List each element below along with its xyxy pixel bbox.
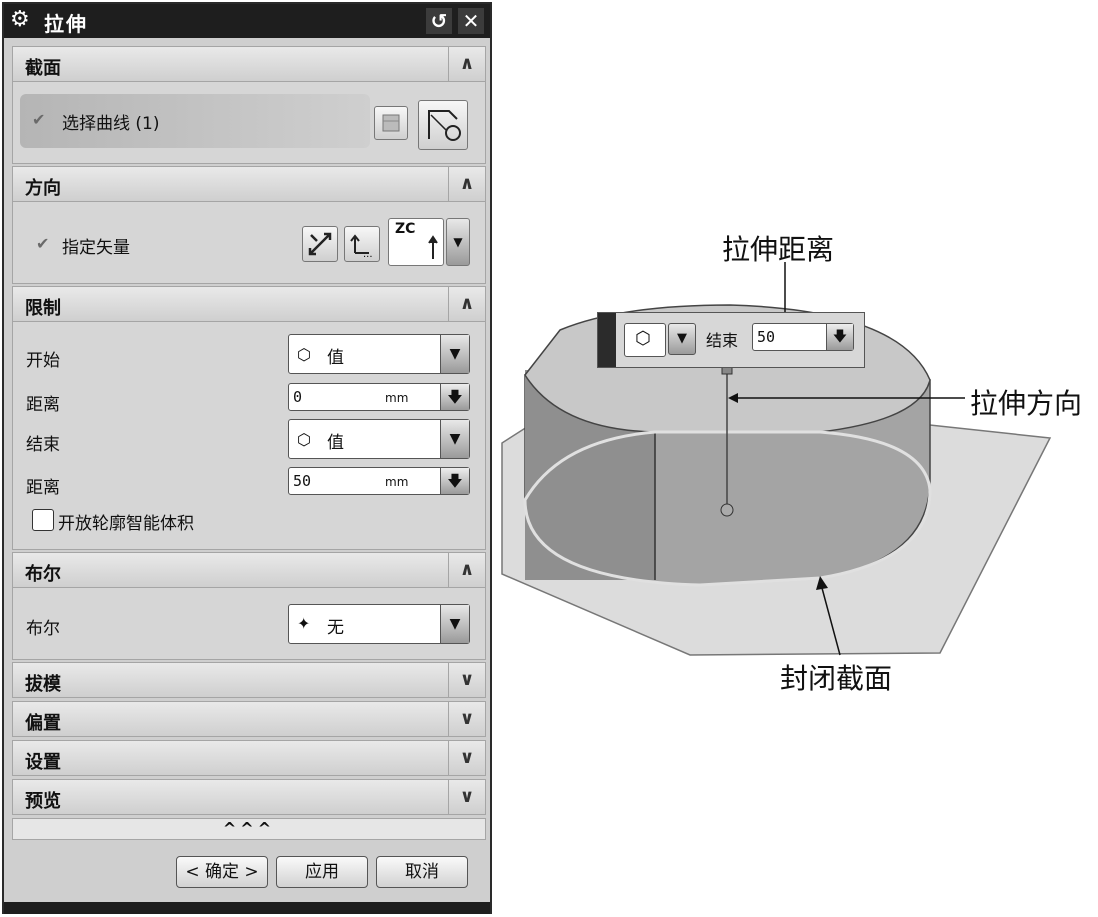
sketch-section-button[interactable] (374, 106, 408, 140)
preview-header[interactable]: 预览 ∨ (12, 779, 486, 815)
annotation-distance: 拉伸距离 (722, 233, 835, 266)
check-icon: ✔ (36, 234, 50, 253)
start-distance-value: 0 (293, 388, 303, 406)
chevron-down-icon[interactable]: ∨ (448, 663, 485, 697)
zc-arrow-icon (428, 235, 438, 259)
boolean-header[interactable]: 布尔 ∧ (12, 552, 486, 588)
vector-label: 指定矢量 (62, 238, 130, 258)
preview-title: 预览 (25, 791, 61, 812)
drag-grip-icon[interactable] (598, 313, 616, 367)
annotation-closed-section: 封闭截面 (780, 662, 893, 695)
arrow-down-icon[interactable]: 🡇 (826, 324, 853, 350)
cube-icon: ⬡ (297, 430, 311, 449)
chevron-down-icon[interactable]: ▼ (440, 335, 469, 373)
limits-title: 限制 (25, 298, 61, 319)
direction-title: 方向 (25, 178, 61, 199)
arrow-direction (728, 393, 738, 403)
chevron-up-icon[interactable]: ∧ (448, 287, 485, 321)
end-distance-label: 距离 (26, 478, 60, 498)
boolean-value: 无 (327, 618, 344, 638)
vector-mode-label: ZC (395, 221, 416, 237)
chevron-up-icon[interactable]: ∧ (448, 47, 485, 81)
more-options-toggle[interactable]: ^^^ (12, 818, 486, 840)
gear-icon[interactable]: ⚙ (10, 7, 30, 32)
direction-handle-ball[interactable] (720, 503, 734, 517)
start-label: 开始 (26, 351, 60, 371)
settings-title: 设置 (25, 752, 61, 773)
start-distance-label: 距离 (26, 395, 60, 415)
chevron-down-icon[interactable]: ∨ (448, 741, 485, 775)
arrow-down-icon[interactable]: 🡇 (440, 468, 469, 494)
apply-button[interactable]: 应用 (276, 856, 368, 888)
curve-icon (428, 110, 461, 141)
chevron-down-icon[interactable]: ▼ (668, 323, 696, 355)
extrude-dialog: ⚙ 拉伸 ↺ ✕ 截面 ∧ ✔ 选择曲线 (1) 方向 ∧ ✔ 指定矢量 ...… (2, 2, 492, 914)
start-distance-input[interactable]: 0 mm 🡇 (288, 383, 470, 411)
settings-header[interactable]: 设置 ∨ (12, 740, 486, 776)
dialog-titlebar: ⚙ 拉伸 ↺ ✕ (4, 4, 490, 38)
boolean-none-icon: ✦ (297, 614, 311, 633)
end-distance-value: 50 (293, 472, 312, 490)
popup-end-label: 结束 (706, 331, 739, 350)
cube-icon: ⬡ (297, 345, 311, 364)
vector-icon: ... (350, 234, 373, 260)
curve-select-button[interactable] (418, 100, 468, 150)
reset-icon[interactable]: ↺ (426, 8, 452, 34)
annotation-direction: 拉伸方向 (970, 387, 1083, 420)
open-profile-label: 开放轮廓智能体积 (58, 514, 194, 534)
reverse-icon (308, 232, 332, 256)
check-icon: ✔ (32, 110, 46, 129)
direction-header[interactable]: 方向 ∧ (12, 166, 486, 202)
dialog-bottom-bar (4, 902, 490, 914)
arrow-down-icon[interactable]: 🡇 (440, 384, 469, 410)
boolean-select[interactable]: ✦ 无 ▼ (288, 604, 470, 644)
chevron-down-icon[interactable]: ▼ (440, 420, 469, 458)
ok-button[interactable]: < 确定 > (176, 856, 268, 888)
closed-section-outline (523, 430, 932, 587)
cube-icon: ⬡ (635, 328, 651, 349)
boolean-row-label: 布尔 (26, 619, 60, 639)
select-curve-row[interactable]: ✔ 选择曲线 (1) (20, 94, 370, 148)
section-header[interactable]: 截面 ∧ (12, 46, 486, 82)
popup-end-input[interactable]: 50 🡇 (752, 323, 854, 351)
offset-header[interactable]: 偏置 ∨ (12, 701, 486, 737)
section-title: 截面 (25, 58, 61, 79)
cancel-button[interactable]: 取消 (376, 856, 468, 888)
open-profile-checkbox[interactable] (32, 509, 54, 531)
chevron-down-icon[interactable]: ∨ (448, 702, 485, 736)
leader-section (821, 587, 841, 656)
offset-title: 偏置 (25, 713, 61, 734)
popup-end-value: 50 (757, 328, 776, 346)
svg-text:...: ... (363, 249, 373, 260)
reverse-direction-button[interactable] (302, 226, 338, 262)
draft-title: 拔模 (25, 674, 61, 695)
limit-type-select[interactable]: ⬡ (624, 323, 666, 357)
unit-label: mm (385, 391, 409, 405)
vector-dialog-button[interactable]: ... (344, 226, 380, 262)
close-icon[interactable]: ✕ (458, 8, 484, 34)
select-curve-label: 选择曲线 (1) (62, 114, 160, 134)
chevron-down-icon[interactable]: ∨ (448, 780, 485, 814)
chevron-up-icon[interactable]: ∧ (448, 553, 485, 587)
end-label: 结束 (26, 435, 60, 455)
end-distance-popup: ⬡ ▼ 结束 50 🡇 (597, 312, 865, 368)
end-distance-input[interactable]: 50 mm 🡇 (288, 467, 470, 495)
draft-header[interactable]: 拔模 ∨ (12, 662, 486, 698)
chevron-up-icon[interactable]: ∧ (448, 167, 485, 201)
arrow-section (816, 576, 828, 590)
boolean-title: 布尔 (25, 564, 61, 585)
chevron-down-icon[interactable]: ▼ (440, 605, 469, 643)
dialog-title: 拉伸 (44, 12, 88, 36)
vector-type-select[interactable]: ZC (388, 218, 444, 266)
sketch-icon (382, 114, 400, 132)
limits-header[interactable]: 限制 ∧ (12, 286, 486, 322)
chevron-down-icon[interactable]: ▼ (446, 218, 470, 266)
end-select[interactable]: ⬡ 值 ▼ (288, 419, 470, 459)
start-select[interactable]: ⬡ 值 ▼ (288, 334, 470, 374)
unit-label: mm (385, 475, 409, 489)
end-value: 值 (327, 433, 344, 453)
start-value: 值 (327, 348, 344, 368)
